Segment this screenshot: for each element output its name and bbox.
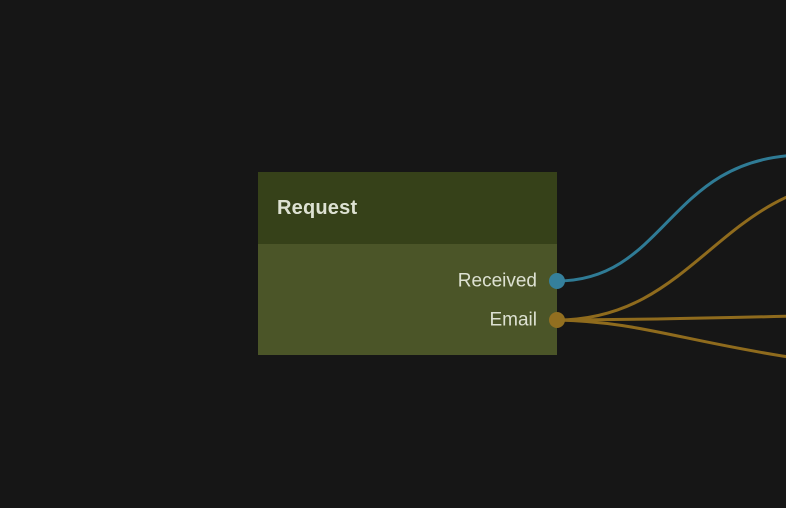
wire-from-email-output[interactable] bbox=[555, 180, 786, 322]
node-header[interactable]: Request bbox=[258, 172, 557, 244]
output-label-email: Email bbox=[489, 309, 537, 331]
output-label-received: Received bbox=[457, 270, 537, 292]
node-title: Request bbox=[277, 196, 358, 219]
wire-from-email-output[interactable] bbox=[555, 314, 786, 322]
wire-from-received-output[interactable] bbox=[555, 154, 786, 283]
output-port-email[interactable] bbox=[549, 312, 565, 328]
wire-from-email-output[interactable] bbox=[555, 318, 786, 372]
output-port-received[interactable] bbox=[549, 273, 565, 289]
